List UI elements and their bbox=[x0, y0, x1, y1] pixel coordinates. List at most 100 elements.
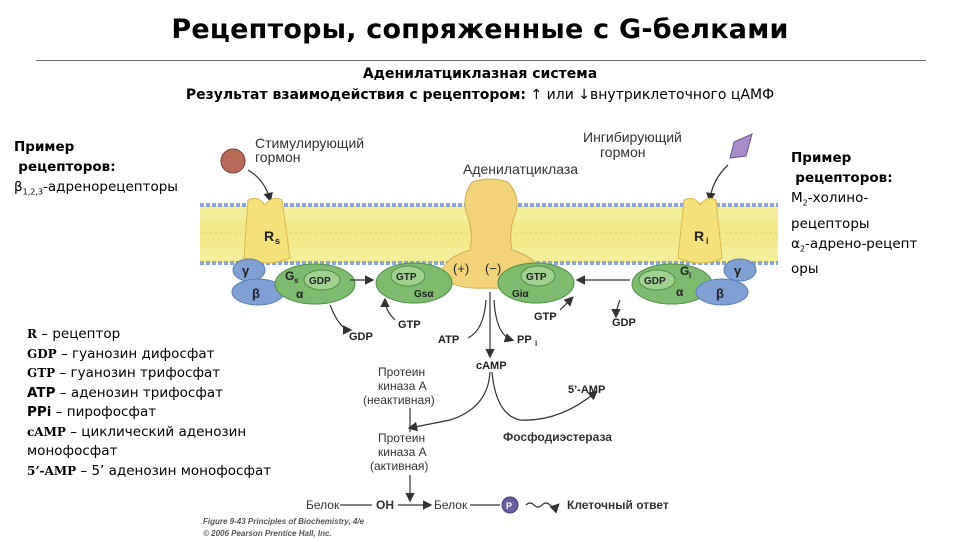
legend-text: – рецептор bbox=[36, 326, 121, 342]
phosphate-icon bbox=[501, 496, 519, 514]
left-examples-text: -адренорецепторы bbox=[42, 179, 178, 195]
stim-binding-arrow bbox=[247, 169, 273, 203]
legend-key: 5’-AMP bbox=[27, 463, 77, 478]
pka-active-label-3: (активная) bbox=[370, 459, 428, 473]
atp-arrow bbox=[467, 299, 487, 339]
right-examples-alpha2: α2-адрено-рецепт bbox=[791, 234, 951, 260]
left-examples-item: β1,2,3-адренорецепторы bbox=[14, 177, 224, 203]
gs-gamma-label: γ bbox=[242, 263, 250, 278]
right-examples-colon: : bbox=[887, 170, 893, 186]
gi-beta-label: β bbox=[716, 286, 724, 301]
ppi-arrow bbox=[493, 299, 515, 343]
figure-credit-2: © 2006 Pearson Prentice Hall, Inc. bbox=[203, 529, 332, 538]
m-symbol: M bbox=[791, 190, 803, 206]
cell-response-label: Клеточный ответ bbox=[567, 498, 669, 512]
inhib-hormone-label-2: гормон bbox=[600, 144, 646, 160]
ri-label: R bbox=[694, 228, 704, 244]
legend-text: – пирофосфат bbox=[51, 404, 157, 420]
result-tail: внутриклеточного цАМФ bbox=[590, 87, 775, 103]
legend-key: R bbox=[27, 327, 37, 341]
exchange-gtp-left: GTP bbox=[398, 319, 421, 331]
subtitle: Аденилатциклазная система bbox=[362, 66, 598, 82]
adenylate-cyclase-label: Аденилатциклаза bbox=[463, 161, 578, 177]
legend-row: 5’-AMP – 5’ аденозин монофосфат bbox=[27, 462, 327, 482]
result-line: Результат взаимодействия с рецептором: ↑… bbox=[0, 87, 960, 103]
legend-text: – циклический аденозин bbox=[65, 423, 247, 440]
gs-alpha-label: α bbox=[296, 287, 304, 301]
legend-text: – гуанозин трифосфат bbox=[55, 365, 221, 381]
m-text-2: рецепторы bbox=[791, 215, 870, 232]
alpha-text-2: оры bbox=[791, 261, 819, 278]
legend-key: GTP bbox=[27, 366, 56, 380]
protein-label-2: Белок bbox=[434, 498, 468, 512]
m-text-1: -холино- bbox=[807, 190, 869, 206]
rs-subscript: s bbox=[275, 236, 280, 246]
gia-label: Giα bbox=[512, 289, 530, 300]
left-examples-heading-1: Пример bbox=[14, 139, 75, 155]
legend-text: монофосфат bbox=[27, 443, 118, 459]
down-arrow-icon: ↓ bbox=[578, 87, 590, 103]
gi-subscript: i bbox=[689, 271, 691, 280]
ac-plus-label: (+) bbox=[453, 261, 469, 276]
gs-heterotrimer: γ β G s GDP α bbox=[231, 258, 356, 306]
oh-label: OH bbox=[376, 498, 394, 512]
inhib-binding-arrow bbox=[705, 164, 729, 203]
inhib-hormone-label-1: Ингибирующий bbox=[583, 129, 682, 145]
legend-text: – 5’ аденозин монофосфат bbox=[76, 462, 272, 479]
pka-activation-arrow bbox=[407, 371, 491, 432]
gtp-bind-arrow-right bbox=[559, 296, 574, 311]
right-examples-m2: M2-холино- bbox=[791, 188, 951, 214]
gdp-release-arrow-left bbox=[329, 304, 353, 335]
legend-key: PPi bbox=[27, 404, 52, 420]
alpha-text-1: -адрено-рецепт bbox=[805, 235, 918, 252]
stim-hormone-label-2: гормон bbox=[255, 149, 301, 165]
stim-hormone-label-1: Стимулирующий bbox=[255, 135, 364, 151]
result-or: или bbox=[546, 87, 574, 103]
left-examples-heading-2: рецепторов bbox=[18, 159, 111, 175]
legend-row: PPi – пирофосфат bbox=[27, 403, 327, 423]
legend-text: – аденозин трифосфат bbox=[55, 384, 224, 401]
alpha-symbol: α bbox=[791, 235, 800, 252]
gi-gdp-label: GDP bbox=[644, 276, 666, 287]
left-examples-colon: : bbox=[110, 159, 116, 175]
exchange-gdp-left: GDP bbox=[349, 331, 373, 343]
gi-label: G bbox=[680, 264, 689, 278]
gs-beta-label: β bbox=[252, 286, 260, 301]
amp5-label: 5’-AMP bbox=[568, 384, 605, 396]
ri-subscript: i bbox=[706, 236, 709, 246]
pka-inactive-label-2: киназа А bbox=[378, 379, 427, 393]
gsa-label: Gsα bbox=[414, 289, 434, 300]
legend-key: cAMP bbox=[27, 424, 66, 439]
camp-label: cAMP bbox=[476, 360, 507, 372]
legend-text: – гуанозин дифосфат bbox=[56, 345, 215, 362]
right-examples-heading-2: рецепторов bbox=[795, 170, 888, 186]
pka-inactive-label-3: (неактивная) bbox=[363, 393, 435, 407]
legend-row: ATP – аденозин трифосфат bbox=[27, 384, 327, 404]
gs-label: G bbox=[285, 269, 294, 283]
phosphate-label: P bbox=[506, 501, 512, 511]
ppi-subscript: i bbox=[535, 339, 537, 348]
figure-credit-1: Figure 9-43 Principles of Biochemistry, … bbox=[203, 517, 365, 526]
atp-label: ATP bbox=[438, 334, 459, 346]
beta-subscript: 1,2,3 bbox=[22, 187, 43, 197]
legend-row: GTP – гуанозин трифосфат bbox=[27, 364, 327, 384]
title-divider bbox=[36, 60, 926, 61]
page-title: Рецепторы, сопряженные с G-белками bbox=[171, 14, 789, 45]
stimulatory-hormone-icon bbox=[220, 148, 246, 174]
m-subscript: 2 bbox=[802, 198, 808, 208]
cell-response-arrow bbox=[525, 502, 560, 514]
exchange-gdp-right: GDP bbox=[612, 317, 636, 329]
alpha-subscript: 2 bbox=[799, 244, 805, 254]
legend-row: R – рецептор bbox=[27, 325, 327, 345]
result-label: Результат взаимодействия с рецептором bbox=[185, 87, 521, 103]
right-examples-heading-1: Пример bbox=[791, 150, 852, 166]
legend-key: ATP bbox=[27, 384, 56, 401]
gtp-bind-arrow-left bbox=[380, 297, 396, 321]
rs-label: R bbox=[264, 228, 274, 244]
gs-active-gtp-label: GTP bbox=[396, 272, 417, 283]
pka-inactive-label-1: Протеин bbox=[378, 365, 425, 379]
exchange-gtp-right: GTP bbox=[534, 311, 557, 323]
legend-key: GDP bbox=[27, 346, 57, 361]
